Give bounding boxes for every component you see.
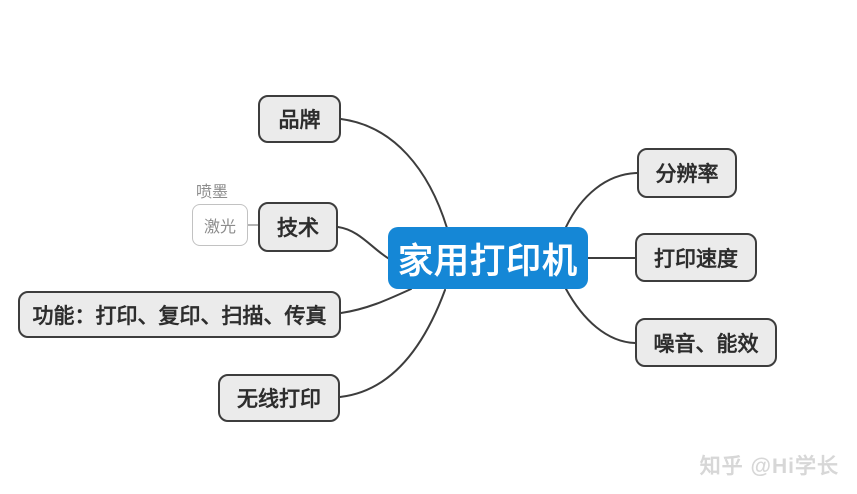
connector-features	[340, 288, 412, 314]
connector-resolution	[565, 172, 638, 228]
node-laser[interactable]: 激光	[192, 204, 248, 246]
node-brand[interactable]: 品牌	[258, 95, 341, 143]
node-wireless-print[interactable]: 无线打印	[218, 374, 340, 422]
node-technology[interactable]: 技术	[258, 202, 338, 252]
connector-brand	[340, 118, 448, 229]
node-features[interactable]: 功能：打印、复印、扫描、传真	[18, 291, 341, 338]
node-inkjet[interactable]: 喷墨	[196, 184, 229, 201]
node-root-topic[interactable]: 家用打印机	[388, 227, 588, 289]
node-print-speed[interactable]: 打印速度	[635, 233, 757, 282]
node-resolution[interactable]: 分辨率	[637, 148, 737, 198]
zhihu-watermark: 知乎 @Hi学长	[699, 455, 839, 478]
node-noise-energy[interactable]: 噪音、能效	[635, 318, 777, 367]
connector-tech	[337, 226, 392, 261]
connector-noise	[565, 288, 636, 344]
connector-wireless	[339, 289, 446, 398]
